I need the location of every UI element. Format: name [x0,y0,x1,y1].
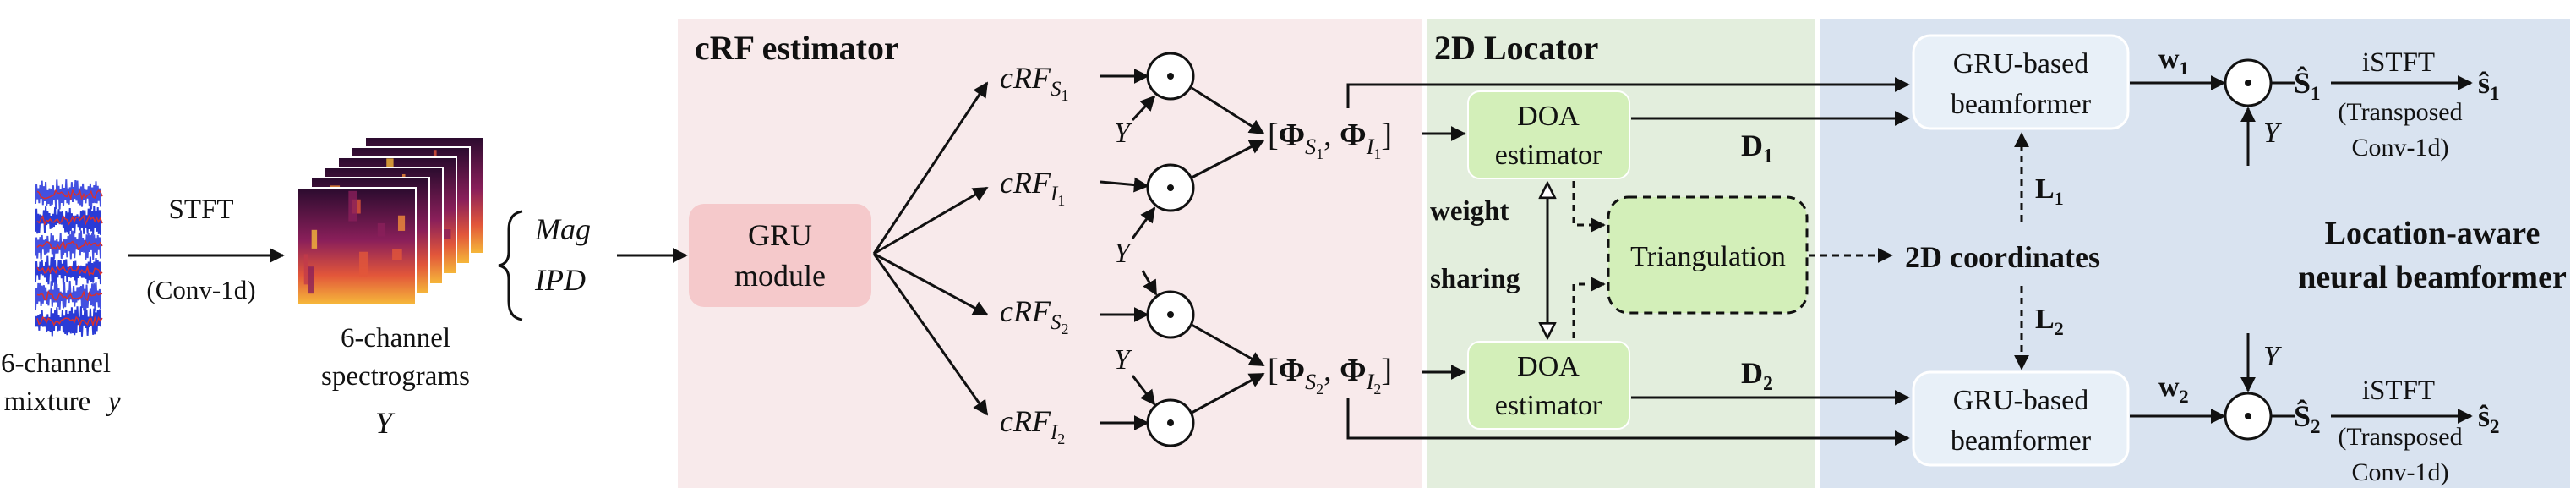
y-out2-label: Y [2263,341,2282,372]
locator-title: 2D Locator [1434,29,1598,67]
s1-hat-label: Ŝ1 [2294,66,2321,104]
phi2-to-beamformer2-line [1346,398,1910,446]
istft2-label: iSTFT [2362,376,2435,406]
gru-beamformer-1-line2: beamformer [1951,89,2092,120]
spectrogram-stack-icon [297,136,484,305]
mult-s2-to-phi2-arrow [1191,323,1265,367]
triangulation-box [1607,195,1809,315]
y-input-label: Y [1114,344,1132,376]
multiply-node-out2 [2224,392,2273,441]
spectrogram-caption-line2: spectrograms [321,361,470,392]
mixture-caption-line1: 6-channel [1,348,111,379]
w2-label: w2 [2158,371,2189,407]
feature-brace [498,210,523,321]
y-to-mult-s1-arrow [1131,95,1156,122]
l1-label: L1 [2035,173,2064,209]
crf-s2-label: cRFS2 [1000,294,1068,337]
svg-text:cRFS2: cRFS2 [1000,294,1068,337]
mult-i2-to-phi2-arrow [1191,372,1265,414]
s1-out-label: ŝ1 [2478,66,2500,104]
multiply-node-s1 [1146,52,1195,101]
crf-i2-label: cRFI2 [1000,404,1065,447]
multiply-node-i1 [1146,163,1195,212]
svg-text:cRFI2: cRFI2 [1000,404,1065,447]
mixture-caption-line2: mixture [4,387,91,417]
y-to-mult-s2-arrow [1141,270,1158,296]
l2-label: L2 [2035,304,2064,339]
phi-group-1: [ΦS1, ΦI1] [1268,118,1392,162]
gru-module-line1: GRU [748,218,812,252]
doa-estimator-1-box [1467,90,1630,179]
waveform-icon [35,179,103,337]
gru-beamformer-2-box [1912,370,2130,467]
gru-beamformer-2-line2: beamformer [1951,425,2092,457]
multiply-node-s2 [1146,290,1195,339]
s2-out-label: ŝ2 [2478,399,2500,437]
istft2-sub-line1: (Transposed [2338,423,2462,451]
crf-i1-label: cRFI1 [1000,166,1065,209]
doa1-to-triangulation-line [1572,181,1606,233]
mult-s1-to-phi1-arrow [1191,86,1265,135]
gru-to-crf-i1-arrow [873,186,989,255]
mixture-symbol: y [106,387,121,417]
gru-beamformer-1-line1: GRU-based [1953,48,2089,80]
phi-group-2: [ΦS2, ΦI2] [1268,353,1392,398]
feature-mag: Mag [534,212,591,246]
crf-s1-label: cRFS1 [1000,61,1068,104]
gru-module-line2: module [734,259,826,293]
y-to-mult-i1-arrow [1131,206,1156,239]
y-to-mult-i2-arrow [1131,375,1156,406]
gru-to-crf-s2-arrow [873,252,989,316]
feature-ipd: IPD [534,263,586,297]
stft-label: STFT [168,195,233,225]
doa-estimator-1-line1: DOA [1517,101,1580,132]
s2-hat-label: Ŝ2 [2294,399,2321,437]
gru-module-box [689,204,871,307]
triangulation-label: Triangulation [1630,241,1786,272]
istft2-sub-line2: Conv-1d) [2352,458,2449,486]
doa2-to-triangulation-line [1572,277,1606,338]
stft-sub-label: (Conv-1d) [146,275,255,304]
istft1-label: iSTFT [2362,47,2435,78]
svg-text:[ΦS1, ΦI1]: [ΦS1, ΦI1] [1268,118,1392,162]
phi1-to-beamformer1-line [1346,77,1910,108]
mult-i1-to-phi1-arrow [1191,139,1265,179]
beamformer-title-line1: Location-aware [2325,216,2541,251]
gru-beamformer-2-line1: GRU-based [1953,385,2089,416]
istft1-sub-line2: Conv-1d) [2352,134,2449,162]
spectrogram-symbol: Y [375,406,396,440]
d1-label: D1 [1741,129,1773,167]
gru-to-crf-s1-arrow [872,81,989,255]
crf-i1-to-mult-arrow [1100,177,1149,193]
multiply-node-out1 [2224,58,2273,107]
multiply-node-i2 [1146,398,1195,447]
svg-text:cRFS1: cRFS1 [1000,61,1068,104]
istft1-sub-line1: (Transposed [2338,98,2462,126]
doa-estimator-2-line2: estimator [1495,390,1602,421]
gru-to-crf-i2-arrow [872,253,989,416]
coordinates-label: 2D coordinates [1905,240,2100,274]
svg-text:[ΦS2, ΦI2]: [ΦS2, ΦI2] [1268,353,1392,398]
w1-label: w1 [2158,43,2189,79]
svg-text:cRFI1: cRFI1 [1000,166,1065,209]
spectrogram-caption-line1: 6-channel [341,323,450,354]
doa-estimator-2-box [1467,341,1630,430]
y-input-label: Y [1114,118,1132,149]
d2-label: D2 [1741,356,1773,395]
doa-estimator-2-line1: DOA [1517,351,1580,382]
sharing-label: sharing [1430,264,1520,294]
crf-estimator-title: cRF estimator [695,29,899,67]
y-out1-label: Y [2263,118,2282,149]
gru-beamformer-1-box [1912,34,2130,130]
y-input-label: Y [1114,238,1132,269]
doa-estimator-1-line2: estimator [1495,140,1602,171]
weight-label: weight [1430,196,1509,227]
beamformer-title-line2: neural beamformer [2298,260,2567,295]
